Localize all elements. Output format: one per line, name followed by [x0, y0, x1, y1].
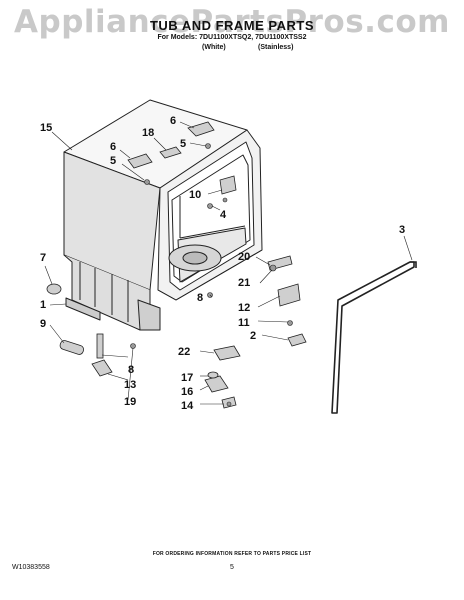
screw-14 — [226, 401, 232, 407]
post-8 — [96, 333, 104, 359]
grommet-7 — [46, 283, 62, 295]
callout-6-top: 6 — [170, 115, 176, 127]
callout-10: 10 — [189, 189, 201, 201]
callout-8-right: 8 — [197, 292, 203, 304]
callout-22: 22 — [178, 346, 190, 358]
screw-5-mid — [144, 179, 150, 185]
callout-7: 7 — [40, 252, 46, 264]
callout-21: 21 — [238, 277, 250, 289]
callout-11: 11 — [238, 317, 250, 329]
model-list: For Models: 7DU1100XTSQ2, 7DU1100XTSS2 — [157, 34, 307, 41]
document-number: W10383558 — [12, 564, 50, 571]
callout-8-left: 8 — [128, 364, 134, 376]
base-leg — [137, 299, 161, 331]
callout-13: 13 — [124, 379, 136, 391]
callout-12: 12 — [238, 302, 250, 314]
callout-2: 2 — [250, 330, 256, 342]
screw-11 — [287, 320, 293, 326]
callout-18: 18 — [142, 127, 154, 139]
gasket-3 — [331, 261, 415, 414]
watermark-text: AppliancePartsPros.com — [14, 4, 450, 40]
callout-14: 14 — [181, 400, 194, 412]
screw-5-top — [205, 143, 211, 149]
cap-17 — [207, 371, 219, 379]
page-number: 5 — [230, 564, 234, 571]
sensor-16 — [204, 375, 229, 393]
callout-9: 9 — [40, 318, 46, 330]
callout-19: 19 — [124, 396, 136, 408]
callout-15: 15 — [40, 122, 52, 134]
shield-22 — [213, 345, 241, 361]
hose-9 — [59, 340, 85, 355]
pad-18 — [159, 146, 182, 159]
variant-stainless-label: (Stainless) — [258, 44, 294, 51]
strip-13 — [91, 359, 113, 377]
clamp-2 — [287, 333, 307, 347]
callout-20: 20 — [238, 251, 250, 263]
screw-8-left — [130, 343, 136, 349]
screw-10 — [222, 197, 228, 203]
callout-16: 16 — [181, 386, 193, 398]
callout-1: 1 — [40, 299, 46, 311]
variant-white-label: (White) — [202, 44, 226, 51]
ordering-note: FOR ORDERING INFORMATION REFER TO PARTS … — [152, 551, 312, 557]
washer-20 — [269, 264, 277, 272]
callout-5-top: 5 — [180, 138, 186, 150]
bracket-6-mid — [127, 153, 153, 169]
callout-3: 3 — [399, 224, 405, 236]
bracket-12 — [277, 283, 301, 307]
callout-4: 4 — [220, 209, 227, 221]
callout-17: 17 — [181, 372, 193, 384]
callout-5-mid: 5 — [110, 155, 116, 167]
screw-4 — [207, 203, 213, 209]
callout-6-mid: 6 — [110, 141, 116, 153]
diagram-title: TUB AND FRAME PARTS — [149, 18, 315, 33]
bracket-10 — [219, 175, 237, 195]
bracket-6-top — [187, 121, 215, 137]
